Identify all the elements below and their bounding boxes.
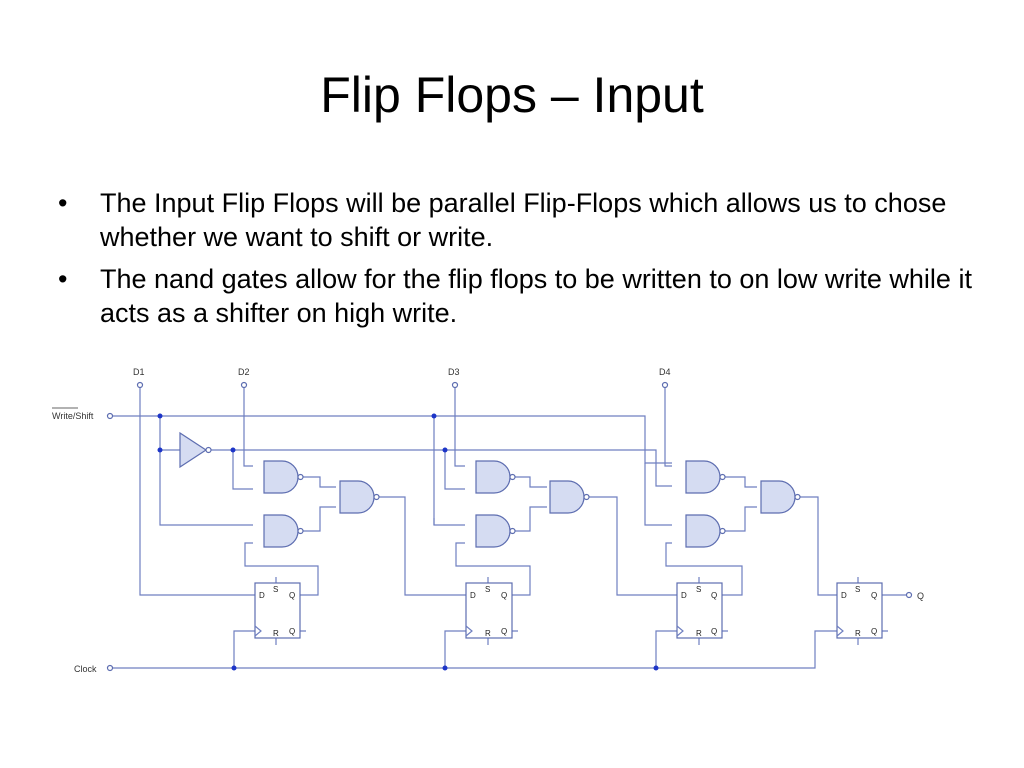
svg-text:Q: Q xyxy=(711,591,717,600)
svg-text:D: D xyxy=(681,591,687,600)
svg-text:R: R xyxy=(273,629,279,638)
bullet-item: • The nand gates allow for the flip flop… xyxy=(58,262,1008,330)
bullet-list: • The Input Flip Flops will be parallel … xyxy=(58,186,1008,338)
svg-text:Q: Q xyxy=(289,627,295,636)
nand-gates xyxy=(263,460,801,548)
flip-flop-schematic: D1 D2 D3 D4 Write/Shift Clock Q xyxy=(52,367,924,674)
svg-text:D: D xyxy=(470,591,476,600)
inverter-gate xyxy=(179,431,212,469)
flip-flop-4: D S Q Q R xyxy=(836,582,883,639)
bullet-icon: • xyxy=(58,188,68,218)
svg-text:D: D xyxy=(841,591,847,600)
junction-dots xyxy=(157,413,659,671)
svg-text:S: S xyxy=(696,585,701,594)
svg-text:S: S xyxy=(273,585,278,594)
flip-flop-2: D S Q Q R xyxy=(465,582,513,639)
bullet-text: The nand gates allow for the flip flops … xyxy=(100,264,972,328)
svg-text:Q: Q xyxy=(871,591,877,600)
svg-text:Q: Q xyxy=(871,627,877,636)
flip-flop-1: D S Q Q R xyxy=(254,582,301,639)
svg-text:R: R xyxy=(485,629,491,638)
input-label-d3: D3 xyxy=(448,367,460,377)
svg-text:S: S xyxy=(855,585,860,594)
svg-text:Q: Q xyxy=(501,591,507,600)
output-label-q: Q xyxy=(917,591,924,601)
svg-text:R: R xyxy=(696,629,702,638)
svg-text:Q: Q xyxy=(501,627,507,636)
bullet-item: • The Input Flip Flops will be parallel … xyxy=(58,186,1008,254)
clock-label: Clock xyxy=(74,664,97,674)
wires xyxy=(113,388,906,669)
input-label-d4: D4 xyxy=(659,367,671,377)
input-label-d2: D2 xyxy=(238,367,250,377)
bullet-text: The Input Flip Flops will be parallel Fl… xyxy=(100,188,947,252)
svg-text:Q: Q xyxy=(289,591,295,600)
input-pins xyxy=(106,381,913,672)
slide-title: Flip Flops – Input xyxy=(320,67,704,123)
bullet-icon: • xyxy=(58,264,68,294)
svg-text:S: S xyxy=(485,585,490,594)
write-shift-label: Write/Shift xyxy=(52,411,94,421)
svg-text:Q: Q xyxy=(711,627,717,636)
svg-text:D: D xyxy=(259,591,265,600)
svg-text:R: R xyxy=(855,629,861,638)
input-label-d1: D1 xyxy=(133,367,145,377)
flip-flop-3: D S Q Q R xyxy=(676,582,723,639)
